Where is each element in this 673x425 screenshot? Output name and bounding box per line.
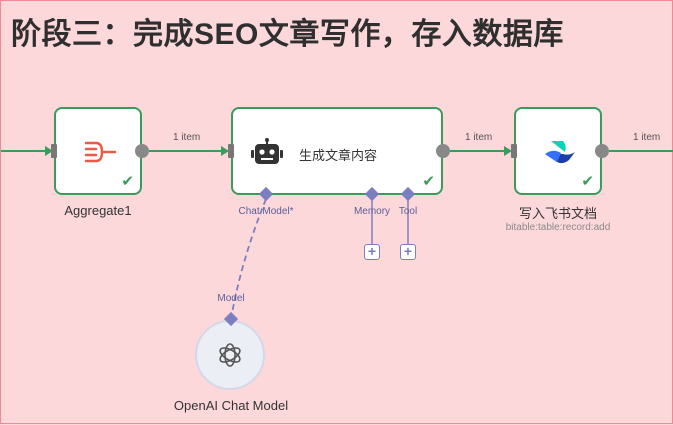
feishu-label: 写入飞书文档 [518, 206, 598, 221]
openai-chat-model-node[interactable] [195, 320, 265, 390]
success-check-icon: ✔ [121, 173, 134, 190]
agent-node[interactable]: 生成文章内容 ✔ [231, 107, 443, 195]
feishu-icon [545, 141, 575, 164]
page-title: 阶段三：完成SEO文章写作，存入数据库 [11, 18, 564, 51]
feishu-input-handle[interactable] [511, 144, 517, 158]
success-check-icon: ✔ [422, 173, 435, 190]
feishu-sublabel: bitable:table:record:add [505, 222, 611, 233]
robot-icon [251, 138, 283, 164]
memory-port-label: Memory [353, 206, 391, 217]
agent-title: 生成文章内容 [299, 148, 378, 163]
aggregate-label: Aggregate1 [64, 203, 132, 218]
edge-label: 1 item [171, 132, 203, 143]
edge-label: 1 item [631, 132, 663, 143]
openai-label: OpenAI Chat Model [173, 398, 289, 413]
chat-model-port-label: Chat Model* [238, 206, 294, 217]
edge-chat-model [230, 198, 267, 320]
tool-port-label: Tool [398, 206, 418, 217]
edge-label: 1 item [463, 132, 495, 143]
aggregate-icon [84, 141, 117, 163]
aggregate-output-handle[interactable] [135, 144, 149, 158]
add-tool-button[interactable]: + [400, 244, 416, 260]
openai-icon [219, 343, 241, 367]
model-port-label: Model [217, 293, 245, 304]
aggregate-node[interactable]: ✔ [54, 107, 142, 195]
feishu-output-handle[interactable] [595, 144, 609, 158]
feishu-node[interactable]: ✔ [514, 107, 602, 195]
aggregate-input-handle[interactable] [51, 144, 57, 158]
success-check-icon: ✔ [581, 173, 594, 190]
agent-input-handle[interactable] [228, 144, 234, 158]
agent-output-handle[interactable] [436, 144, 450, 158]
add-memory-button[interactable]: + [364, 244, 380, 260]
